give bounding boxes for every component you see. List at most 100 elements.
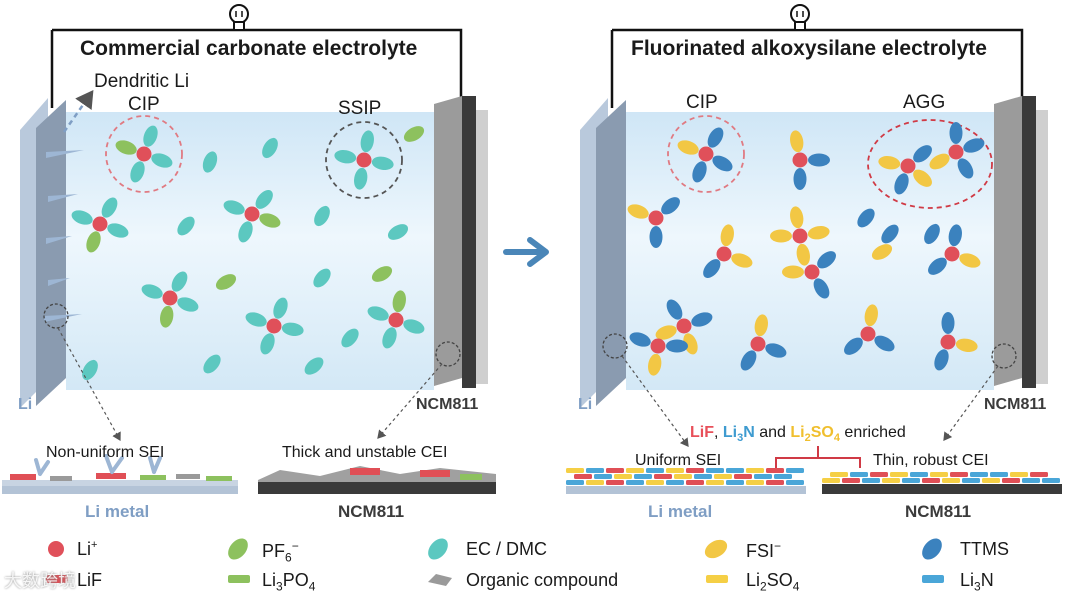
li3n-flake — [990, 472, 1008, 477]
li2so4-flake — [930, 472, 948, 477]
ec_dmc-molecule — [281, 322, 304, 336]
right-cathode-face — [994, 96, 1022, 386]
ec_dmc-molecule — [107, 223, 129, 238]
ec_dmc-molecule — [314, 205, 330, 227]
lif-flake — [922, 478, 940, 483]
li3n-flake — [862, 478, 880, 483]
legend-li-ion-text: Li — [77, 539, 92, 559]
ec_dmc-molecule — [260, 333, 275, 355]
li3n-flake — [902, 478, 920, 483]
li3n-flake — [962, 478, 980, 483]
pf6-molecule — [115, 140, 137, 155]
legend-li3po4-sub2: 4 — [308, 579, 316, 594]
right-sei-arrow — [621, 355, 689, 447]
ec_dmc-molecule — [360, 130, 374, 153]
fsi-molecule — [790, 130, 804, 153]
right-arrow-icon — [503, 237, 549, 267]
li-ion — [940, 334, 956, 350]
li2so4-flake — [982, 478, 1000, 483]
ec_dmc-molecule — [367, 306, 389, 321]
lif-flake — [766, 468, 784, 473]
left-circuit-wire — [52, 28, 463, 108]
li-ion — [650, 338, 666, 354]
li3n-flake — [566, 480, 584, 485]
fsi-molecule — [655, 325, 677, 340]
ttms-molecule — [913, 145, 932, 163]
right-title: Fluorinated alkoxysilane electrolyte — [631, 37, 987, 60]
enrich-li3n: Li3N — [723, 424, 755, 444]
ec_dmc-molecule — [371, 156, 394, 170]
left-cell — [20, 28, 488, 408]
right-cathode-dark — [1022, 96, 1036, 388]
li3n-flake — [1042, 478, 1060, 483]
legend-fsi-text: FSI — [746, 541, 775, 561]
li3n-flake — [586, 468, 604, 473]
lif-flake — [1030, 472, 1048, 477]
fsi-molecule — [790, 206, 804, 229]
right-cathode-label: NCM811 — [984, 396, 1047, 413]
ec_dmc-molecule — [203, 354, 221, 374]
ec_dmc-molecule — [382, 327, 397, 349]
li2so4-flake — [746, 480, 764, 485]
ec_dmc-molecule — [71, 210, 93, 225]
enrich-tail: enriched — [839, 424, 906, 441]
fsi-molecule — [959, 253, 981, 268]
right-agg-circle — [867, 119, 993, 209]
left-cathode-face — [434, 96, 462, 386]
ttms-molecule — [712, 155, 733, 172]
li3n-flake — [910, 472, 928, 477]
left-sei-spot — [43, 303, 69, 329]
lif-flake — [686, 480, 704, 485]
li-ion — [792, 152, 808, 168]
li3n-flake — [850, 472, 868, 477]
ttms-molecule — [949, 122, 963, 144]
fsi-molecule — [770, 229, 792, 243]
ec_dmc-molecule — [151, 153, 173, 168]
li-ion — [804, 264, 820, 280]
watermark: 大数跨境 — [4, 571, 76, 591]
enrich-li2so4: Li2SO4 — [790, 424, 840, 444]
li-ion — [676, 318, 692, 334]
right-molecules — [627, 122, 985, 376]
right-sei-layer — [566, 468, 806, 494]
lif-flake — [606, 468, 624, 473]
ttms-molecule — [957, 158, 974, 179]
right-cip-circle — [667, 115, 745, 193]
ttms-molecule — [666, 339, 688, 353]
li3n-flake — [970, 472, 988, 477]
lif-flake — [606, 480, 624, 485]
ec_dmc-molecule — [341, 328, 359, 348]
ttms-molecule — [941, 312, 955, 334]
legend-li3n-a: Li — [960, 570, 975, 590]
ec_dmc-molecule — [245, 312, 267, 327]
dendrite-group — [44, 150, 84, 322]
ec_dmc-molecule — [171, 271, 188, 292]
ttms-molecule — [894, 173, 909, 195]
enrich-li2so4-b: SO — [810, 424, 834, 441]
li2so4-flake — [706, 480, 724, 485]
fsi-molecule — [731, 253, 753, 268]
li2so4-flake — [746, 468, 764, 473]
legend-li2so4-a: Li — [746, 570, 761, 590]
li2so4-flake — [586, 480, 604, 485]
legend-li2so4-sub1: 2 — [760, 579, 767, 594]
pf6-molecule — [371, 266, 393, 282]
left-sei-label: Non-uniform SEI — [46, 444, 165, 461]
ttms-molecule — [707, 127, 724, 148]
legend-pf6: PF6− — [262, 540, 299, 564]
right-anode — [596, 100, 626, 406]
legend-ttms: TTMS — [960, 539, 1009, 559]
ec_dmc-molecule — [223, 200, 245, 215]
ec_dmc-molecule — [304, 357, 324, 375]
right-anode-label: Li — [578, 396, 593, 413]
fsi-molecule — [807, 226, 830, 240]
li-ion — [948, 144, 964, 160]
fsi-molecule — [864, 304, 878, 327]
li2so4-flake — [714, 474, 732, 479]
legend-pf6-sub: 6 — [285, 550, 292, 565]
left-anode-label: Li — [18, 396, 33, 413]
pf6-molecule — [215, 274, 237, 290]
ec_dmc-molecule — [82, 359, 98, 381]
legend-li3n: Li3N — [960, 571, 994, 593]
ttms-molecule — [817, 251, 836, 269]
